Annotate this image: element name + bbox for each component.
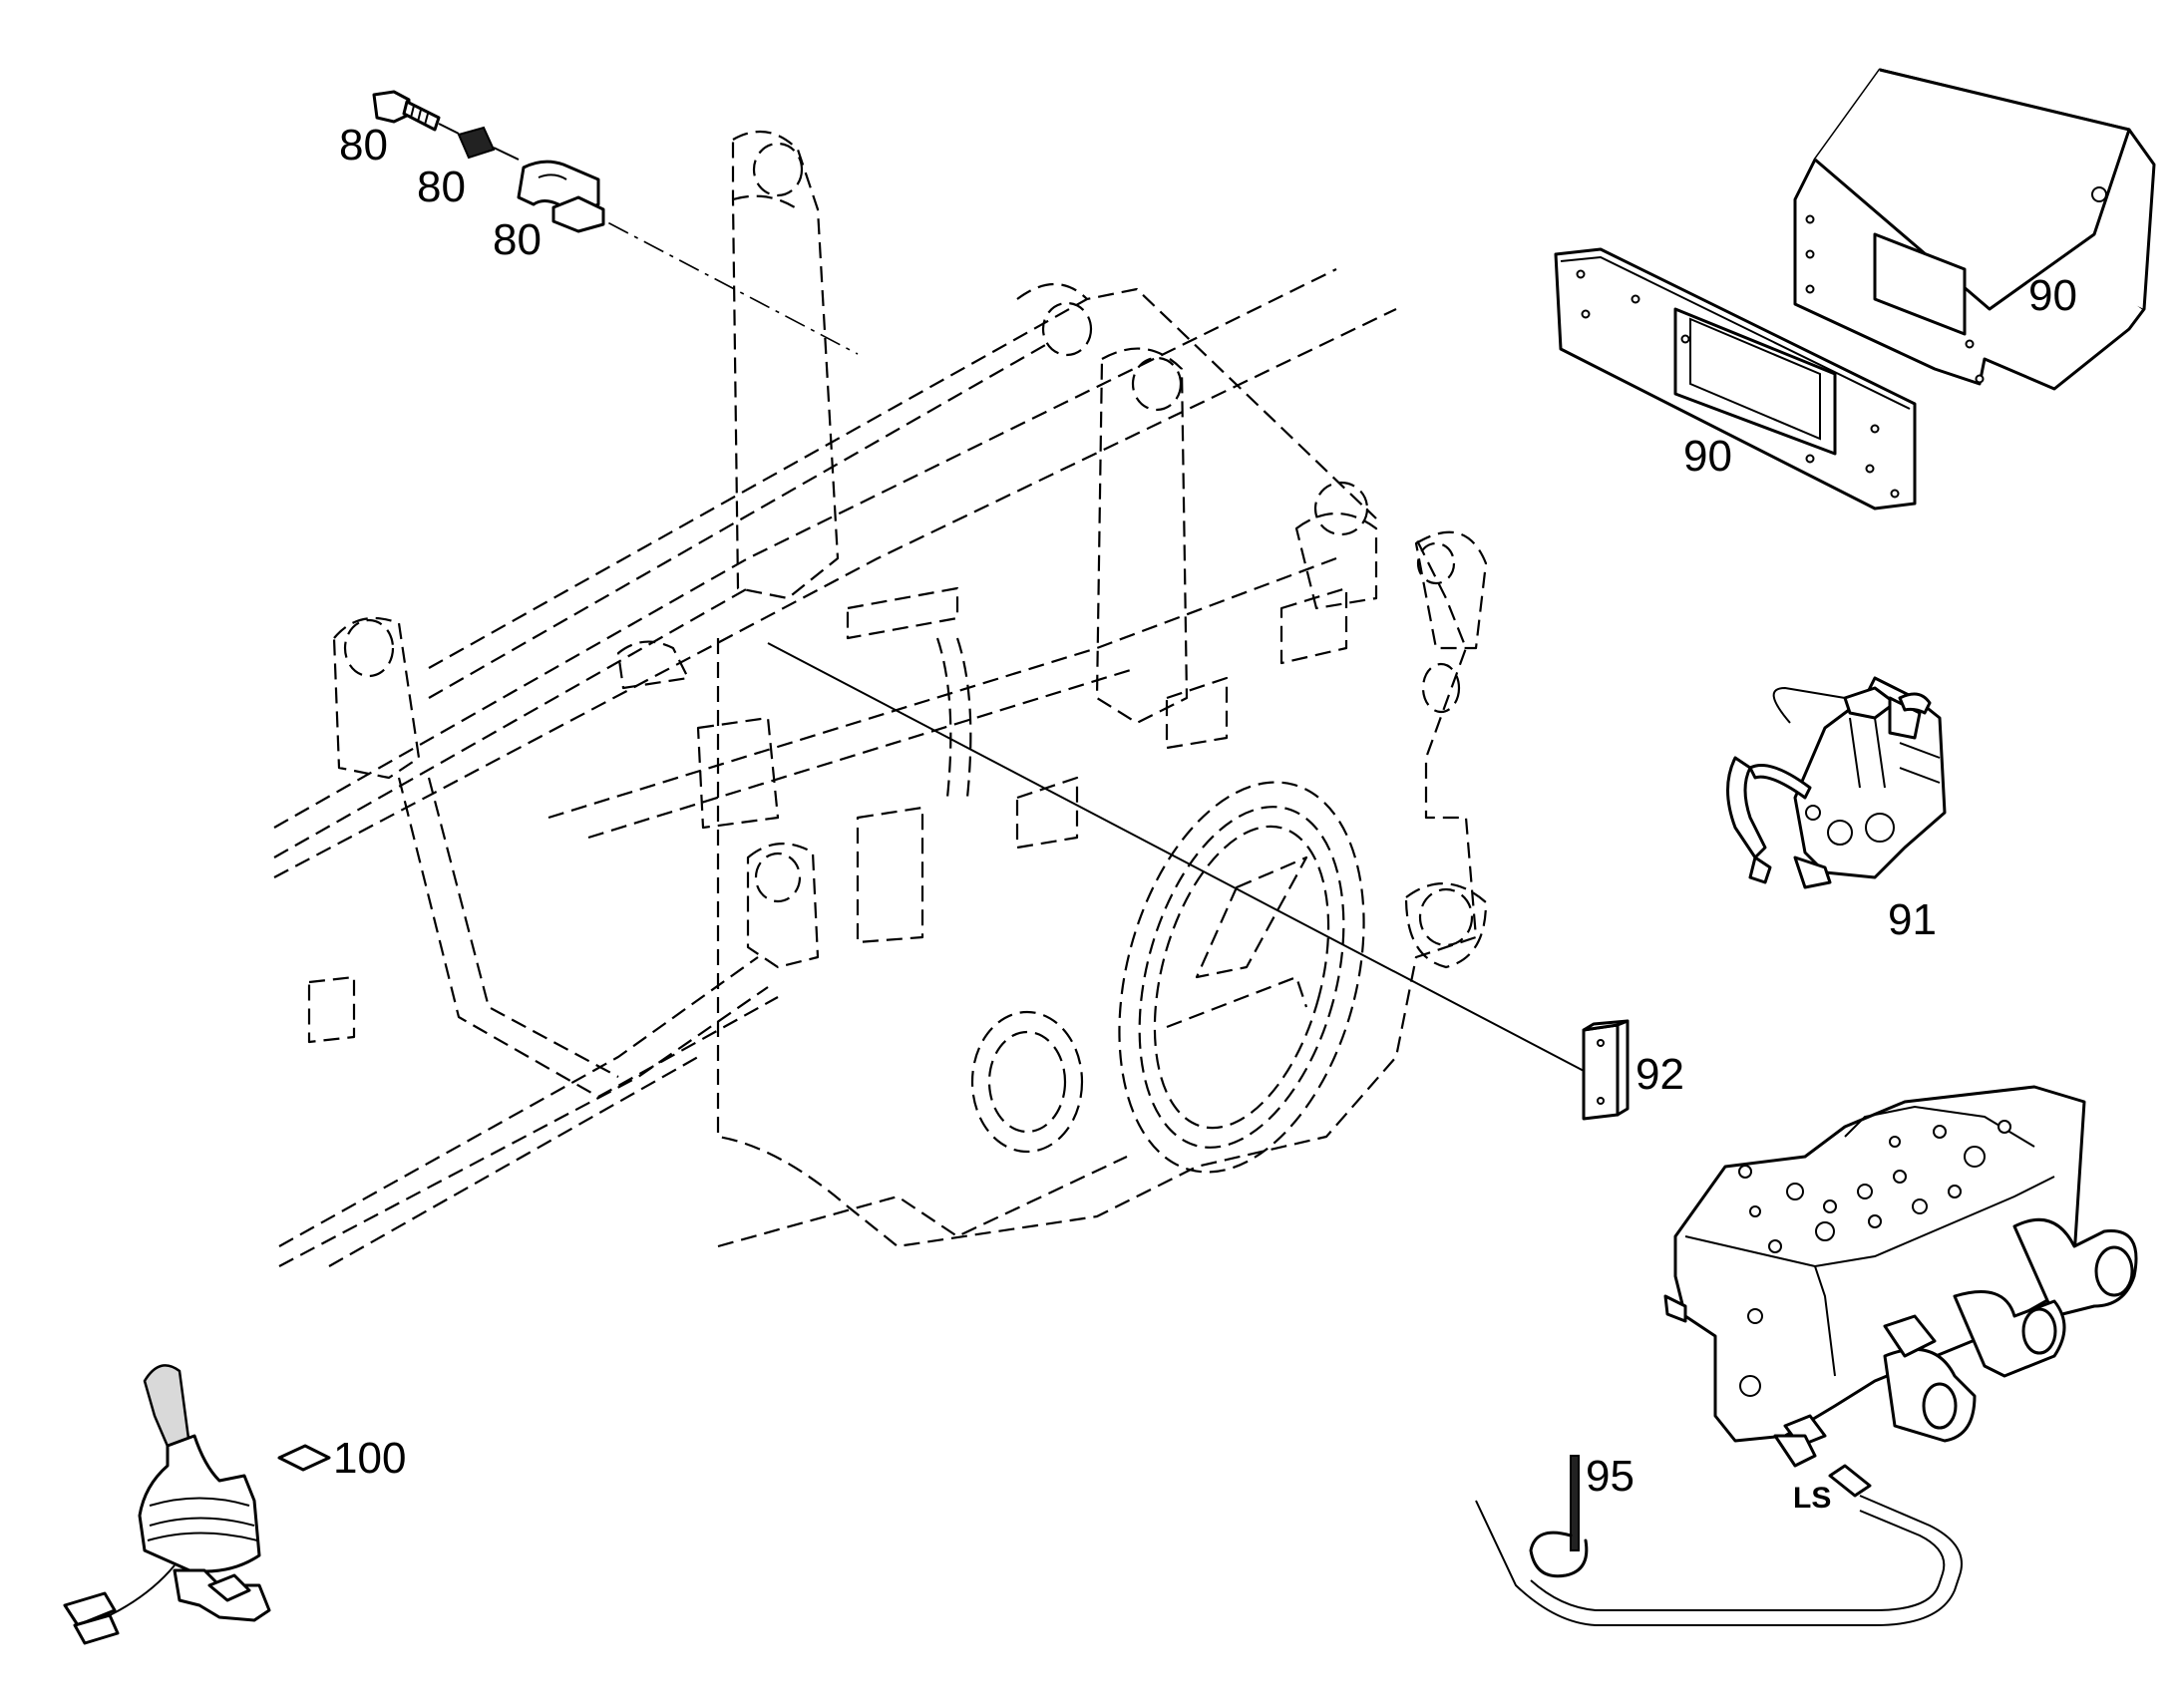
port-label: LS (1793, 1482, 1831, 1515)
control-valve-block (1663, 1085, 2138, 1468)
hose-clip-part (1529, 1455, 1589, 1578)
leader-line-clamp (572, 203, 859, 355)
callout-cover: 90 (2028, 271, 2077, 320)
callout-washer: 80 (417, 163, 466, 211)
washer-part (457, 126, 520, 161)
hose-part (1475, 1464, 1963, 1626)
pad-part (1582, 1019, 1630, 1121)
cover-part (1793, 68, 2156, 391)
joystick-part (63, 1364, 271, 1645)
callout-bolt: 80 (339, 121, 388, 170)
callout-joystick: 100 (333, 1434, 406, 1483)
callout-valve: 91 (1888, 895, 1937, 944)
clamp-part (517, 160, 605, 233)
callout-clamp: 80 (493, 215, 542, 264)
callout-plate: 90 (1683, 432, 1732, 481)
valve-part (1726, 676, 1947, 889)
leader-line-pad (767, 642, 1587, 1073)
plate-part (1554, 247, 1917, 511)
bolt-part (372, 90, 460, 135)
main-frame (273, 130, 1488, 1267)
callout-pad: 92 (1635, 1050, 1684, 1099)
kit-symbol-icon (277, 1444, 331, 1472)
callout-hose-clip: 95 (1586, 1452, 1635, 1501)
